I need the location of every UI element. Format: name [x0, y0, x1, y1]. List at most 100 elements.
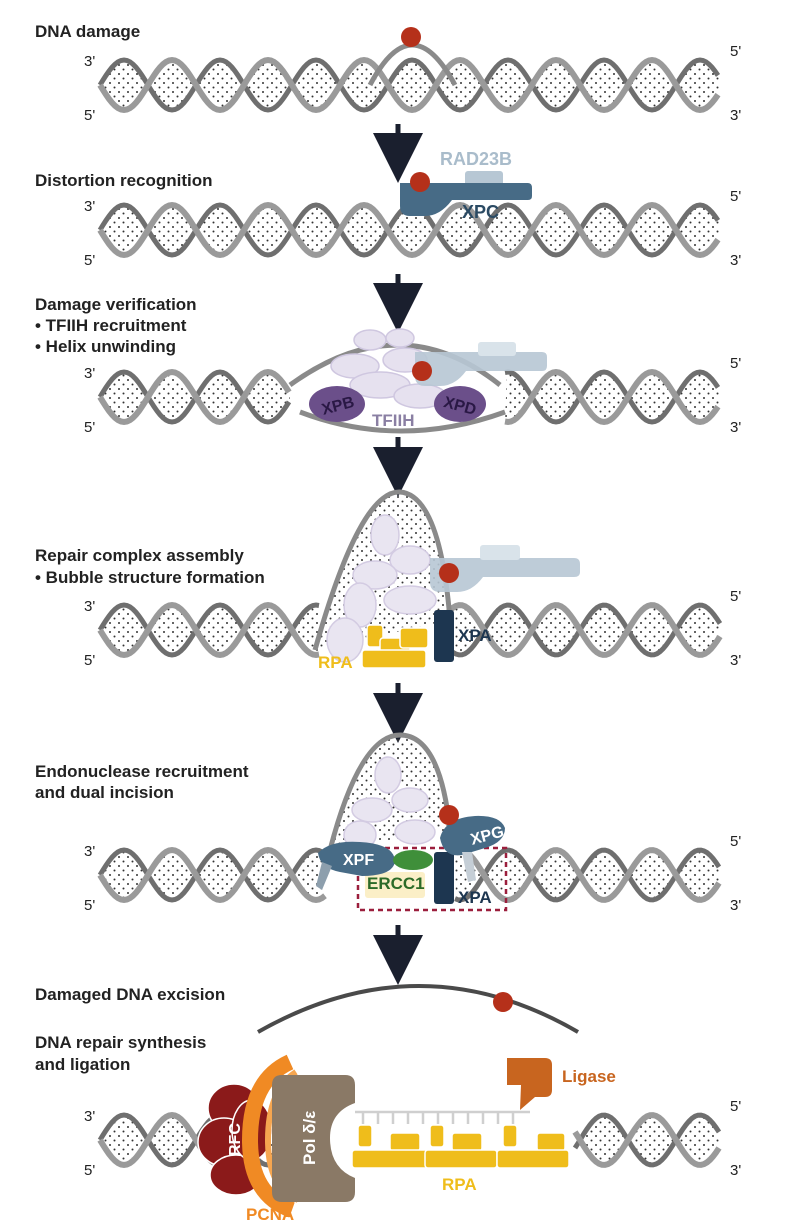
strand-end-left-top: 3': [84, 198, 95, 215]
strand-end-left-bottom: 5': [84, 652, 95, 669]
strand-end-right-top: 5': [730, 43, 741, 60]
dna-helix-incision: 3' 5' 5' 3': [84, 833, 741, 914]
rpa-ghost: [365, 872, 425, 898]
strand-end-left-bottom: 5': [84, 897, 95, 914]
step-bullet-tfiih: • TFIIH recruitment: [35, 316, 187, 335]
dna-strand-front: [97, 201, 721, 259]
strand-end-right-bottom: 3': [730, 1162, 741, 1179]
step-title-synthesis-2: and ligation: [35, 1055, 130, 1074]
rad23b-block: [478, 342, 516, 356]
xpf-label: XPF: [343, 852, 374, 869]
strand-end-left-top: 3': [84, 53, 95, 70]
dna-strand-front: [97, 846, 327, 904]
incision-box: [356, 846, 508, 912]
xpf-protein: [318, 841, 395, 876]
step-title-synthesis: DNA repair synthesis: [35, 1033, 206, 1052]
rpa-protein: [361, 624, 429, 669]
rpa-label: RPA: [318, 653, 353, 672]
dna-strand-front: [572, 1112, 722, 1168]
dna-strand-front: [97, 56, 721, 114]
strand-end-left-top: 3': [84, 843, 95, 860]
strand-end-left-top: 3': [84, 365, 95, 382]
dna-strand-front: [504, 368, 721, 426]
lesion-marker: [401, 27, 421, 47]
ligase-label: Ligase: [562, 1067, 616, 1086]
dna-strand-front: [448, 602, 723, 658]
dna-strand-front: [97, 601, 320, 659]
xpc-complex: [430, 558, 580, 592]
strand-end-left-bottom: 5': [84, 107, 95, 124]
lesion-marker: [493, 992, 513, 1012]
strand-end-right-bottom: 3': [730, 419, 741, 436]
lesion-marker: [439, 563, 459, 583]
dna-strand-back: [97, 57, 721, 113]
strand-end-right-top: 5': [730, 188, 741, 205]
step-title-recognition: Distortion recognition: [35, 171, 213, 190]
pcna-label: PCNA: [246, 1205, 294, 1224]
tfiih-core: [343, 756, 436, 850]
lesion-marker: [410, 172, 430, 192]
rpa-label: RPA: [442, 1175, 477, 1194]
strand-end-left-bottom: 5': [84, 419, 95, 436]
xpf-blade: [316, 862, 332, 890]
dna-strand-front: [97, 368, 292, 426]
tfiih-core: [326, 514, 437, 663]
rfc-label: RFC: [227, 1123, 244, 1156]
xpd-protein: [434, 386, 486, 422]
dna-strand-back: [97, 602, 320, 658]
base-pairs: [100, 605, 320, 655]
excised-fragment: [257, 984, 580, 1034]
dna-helix-verification: 3' 5' 5' 3': [84, 355, 741, 436]
step-title-incision: Endonuclease recruitment: [35, 762, 249, 781]
strand-end-left-bottom: 5': [84, 252, 95, 269]
dna-helix-assembly: 3' 5' 5' 3': [84, 588, 741, 669]
dna-strand-back: [504, 369, 721, 425]
strand-end-right-top: 5': [730, 588, 741, 605]
xpa-protein: [434, 852, 454, 904]
dna-bubble-strand: [327, 732, 453, 851]
nascent-strand: [355, 1110, 530, 1124]
strand-end-right-top: 5': [730, 355, 741, 372]
ligase-protein: [507, 1058, 552, 1110]
strand-end-right-bottom: 3': [730, 252, 741, 269]
xpb-protein: [309, 386, 365, 422]
step-title-assembly: Repair complex assembly: [35, 546, 244, 565]
dna-strand-front: [453, 847, 722, 903]
xpc-protein: [400, 183, 532, 216]
strand-end-left-top: 3': [84, 1108, 95, 1125]
strand-end-right-top: 5': [730, 1098, 741, 1115]
strand-end-right-top: 5': [730, 833, 741, 850]
tfiih-label: TFIIH: [372, 411, 415, 430]
xpc-label: XPC: [462, 202, 499, 222]
strand-end-right-bottom: 3': [730, 107, 741, 124]
base-pairs: [575, 1115, 720, 1165]
dna-bubble-strand: [312, 489, 453, 651]
step-title-excision: Damaged DNA excision: [35, 985, 225, 1004]
step-title-verification: Damage verification: [35, 295, 197, 314]
dna-strand-back: [572, 1112, 722, 1168]
strand-end-left-bottom: 5': [84, 1162, 95, 1179]
xpg-protein: [440, 815, 505, 856]
ercc1-protein: [393, 850, 433, 870]
pcna-protein: [241, 1054, 296, 1218]
xpa-label: XPA: [458, 626, 492, 645]
xpa-label: XPA: [458, 888, 492, 907]
pol-protein: [272, 1075, 355, 1202]
step-bullet-unwinding: • Helix unwinding: [35, 337, 176, 356]
lesion-marker: [439, 805, 459, 825]
pol-label: Pol δ/ε: [300, 1111, 319, 1165]
step-title-damage: DNA damage: [35, 22, 140, 41]
strand-end-left-top: 3': [84, 598, 95, 615]
strand-end-right-bottom: 3': [730, 897, 741, 914]
lesion-marker: [412, 361, 432, 381]
strand-end-right-bottom: 3': [730, 652, 741, 669]
dna-helix-damage: 3' 5' 5' 3': [84, 43, 741, 124]
step-bullet-bubble: • Bubble structure formation: [35, 568, 265, 587]
rpa-protein: [351, 1124, 570, 1169]
xpc-complex: [415, 352, 547, 386]
ercc1-label: ERCC1: [367, 874, 425, 893]
xpa-protein: [434, 610, 454, 662]
dna-strand-back: [97, 847, 327, 903]
step-title-incision-2: and dual incision: [35, 783, 174, 802]
